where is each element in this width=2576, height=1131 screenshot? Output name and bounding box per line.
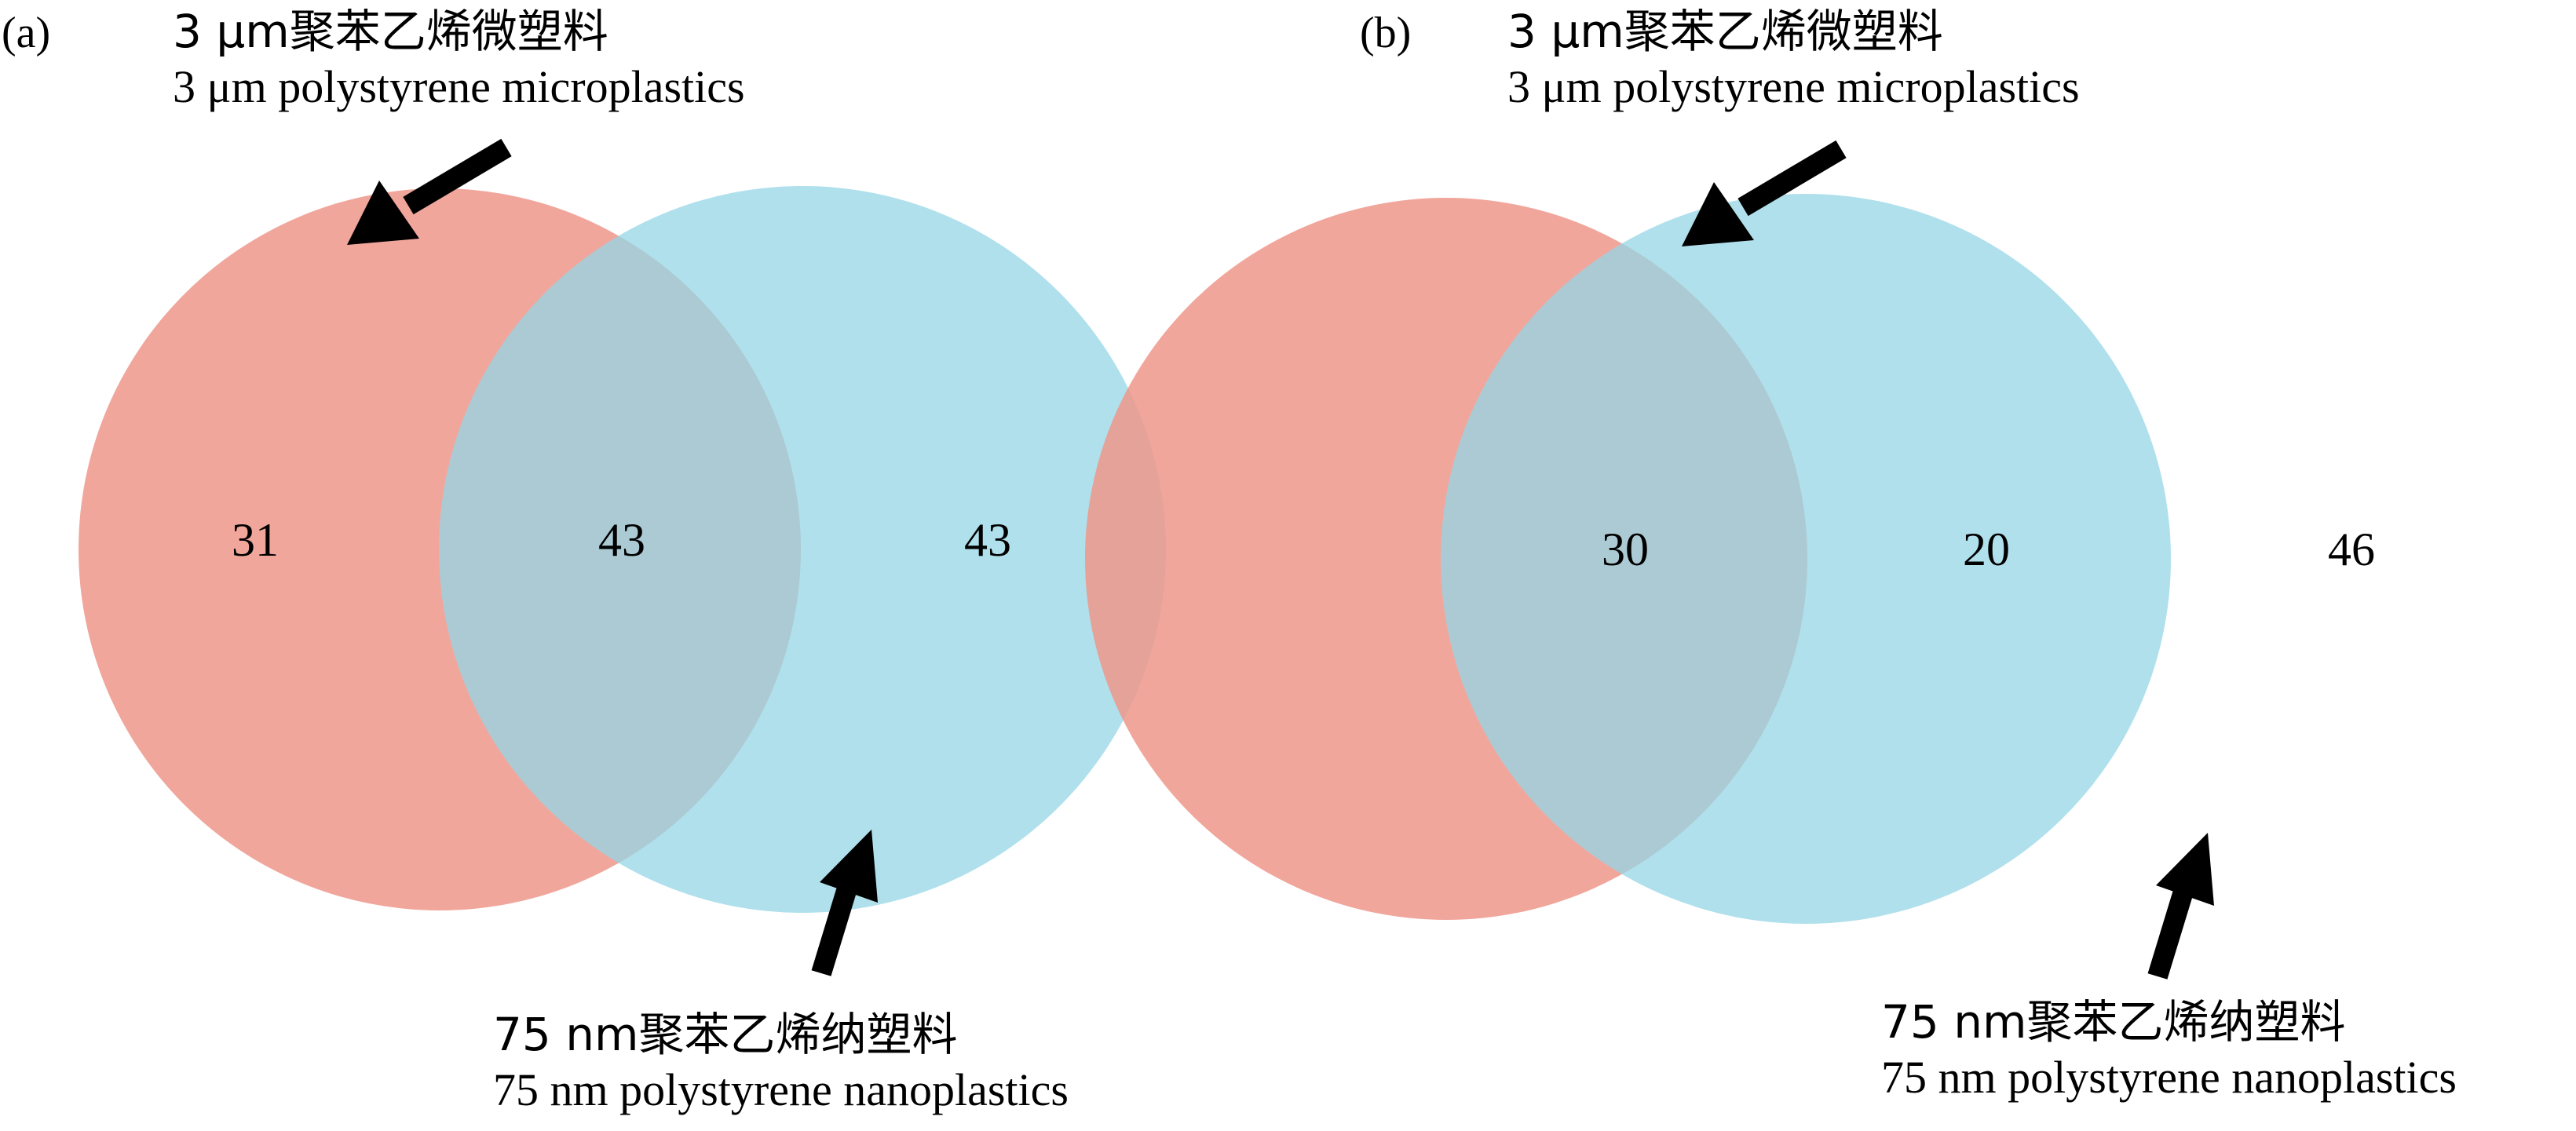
set2-label-zh: 75 nm聚苯乙烯纳塑料 (1881, 995, 2346, 1049)
arrow-to-set1 (1682, 140, 1847, 246)
venn-diagram-a (79, 138, 1166, 976)
set2-label-zh: 75 nm聚苯乙烯纳塑料 (493, 1008, 958, 1061)
set1-annotation: 3 μm聚苯乙烯微塑料 3 μm polystyrene microplasti… (1507, 5, 2080, 114)
set2-circle (439, 186, 1166, 913)
set2-label-en: 75 nm polystyrene nanoplastics (1881, 1051, 2457, 1103)
venn-panel-a: (a) 3 μm聚苯乙烯微塑料 3 μm polystyrene micropl… (2, 5, 1166, 1117)
set1-label-zh: 3 μm聚苯乙烯微塑料 (1507, 5, 1943, 58)
count-intersection: 43 (598, 514, 645, 566)
count-set1-only: 31 (232, 514, 279, 566)
set2-annotation: 75 nm聚苯乙烯纳塑料 75 nm polystyrene nanoplast… (1881, 995, 2457, 1104)
set1-label-en: 3 μm polystyrene microplastics (1507, 60, 2080, 112)
count-set2-only: 43 (964, 514, 1011, 566)
panel-label: (b) (1360, 9, 1412, 57)
set2-label-en: 75 nm polystyrene nanoplastics (493, 1064, 1069, 1115)
arrow-to-set1 (347, 138, 512, 245)
arrow-to-set2 (2147, 833, 2214, 980)
venn-panel-b: (b) 3 μm聚苯乙烯微塑料 3 μm polystyrene micropl… (1085, 0, 2575, 1131)
set1-label-en: 3 μm polystyrene microplastics (173, 60, 745, 112)
panel-label: (a) (2, 9, 51, 57)
count-set2-only: 46 (2328, 524, 2375, 575)
set2-annotation: 75 nm聚苯乙烯纳塑料 75 nm polystyrene nanoplast… (493, 1008, 1069, 1117)
arrow-to-set2 (811, 830, 878, 976)
set1-label-zh: 3 μm聚苯乙烯微塑料 (173, 5, 608, 58)
set2-circle (1441, 194, 2171, 924)
set1-annotation: 3 μm聚苯乙烯微塑料 3 μm polystyrene microplasti… (173, 5, 745, 114)
count-set1-only: 30 (1602, 524, 1649, 575)
venn-diagram-b (1085, 140, 2214, 980)
count-intersection: 20 (1963, 524, 2010, 575)
